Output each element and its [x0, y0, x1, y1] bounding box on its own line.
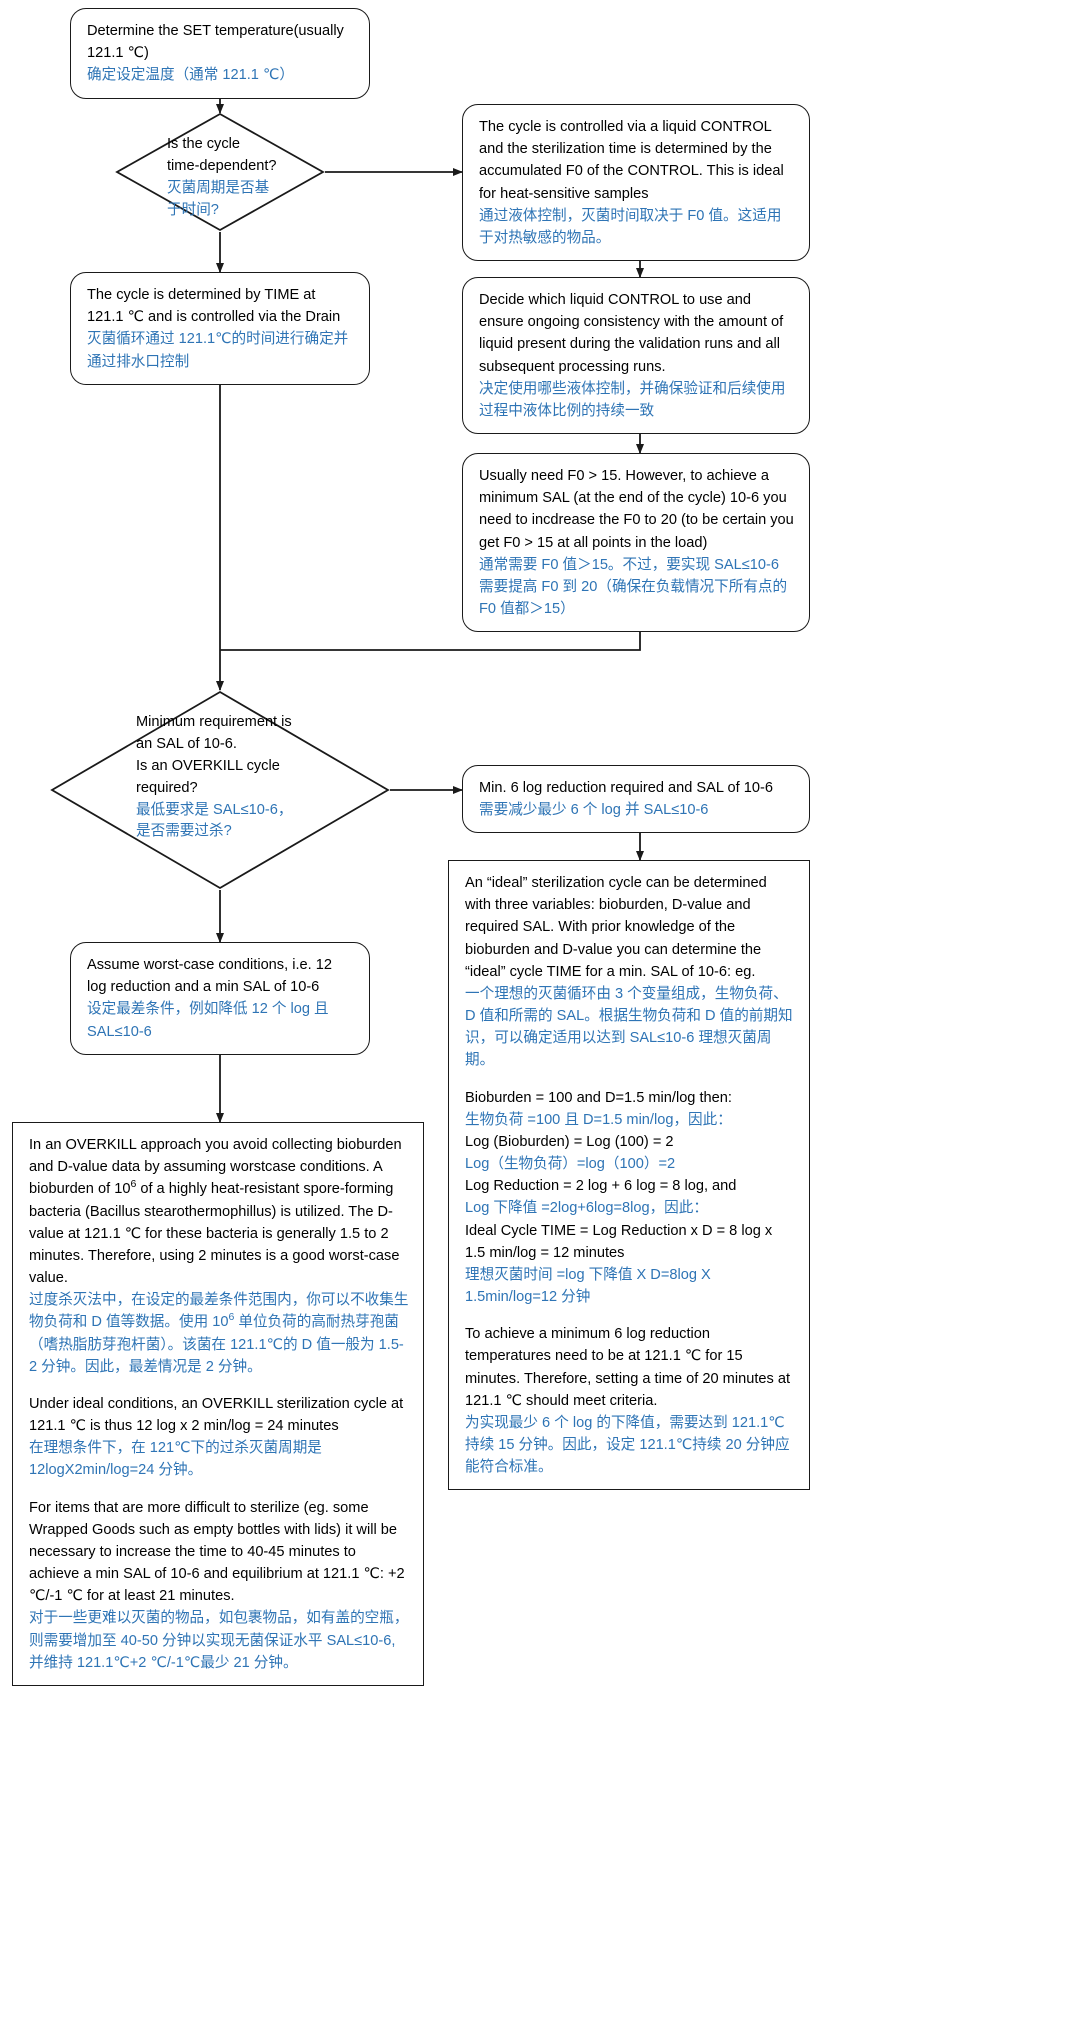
overkill-detail-p2-zh: 在理想条件下，在 121℃下的过杀灭菌周期是 12logX2min/log=24… — [29, 1440, 322, 1479]
node-overkill-detail[interactable]: In an OVERKILL approach you avoid collec… — [12, 1122, 424, 1686]
spacer — [29, 1482, 409, 1497]
decide-control-en: Decide which liquid CONTROL to use and e… — [479, 292, 784, 375]
overkill-detail-paragraph-2: Under ideal conditions, an OVERKILL ster… — [29, 1393, 409, 1482]
ideal-cycle-calc-4: Log（生物负荷）=log（100）=2 — [465, 1156, 676, 1173]
node-f0-requirement[interactable]: Usually need F0 > 15. However, to achiev… — [462, 453, 810, 633]
ideal-cycle-p3-en: To achieve a minimum 6 log reduction tem… — [465, 1326, 791, 1409]
decide-control-zh: 决定使用哪些液体控制，并确保验证和后续使用过程中液体比例的持续一致 — [479, 380, 786, 419]
decision-time-en-1: Is the cycle — [167, 136, 240, 152]
ideal-cycle-p1-zh: 一个理想的灭菌循环由 3 个变量组成，生物负荷、D 值和所需的 SAL。根据生物… — [465, 985, 793, 1069]
ideal-cycle-calc-1: Bioburden = 100 and D=1.5 min/log then: — [465, 1089, 732, 1106]
spacer — [465, 1308, 795, 1323]
time-drain-zh: 灭菌循环通过 121.1℃的时间进行确定并通过排水口控制 — [87, 331, 349, 370]
worst-case-en: Assume worst-case conditions, i.e. 12 lo… — [87, 957, 332, 996]
node-ideal-cycle[interactable]: An “ideal” sterilization cycle can be de… — [448, 860, 810, 1491]
decision-time-zh-1: 灭菌周期是否基 — [167, 179, 270, 196]
set-temperature-zh: 确定设定温度（通常 121.1 ℃） — [87, 67, 294, 84]
decision-overkill-zh-2: 是否需要过杀? — [136, 823, 232, 840]
ideal-cycle-p1-en: An “ideal” sterilization cycle can be de… — [465, 875, 767, 980]
ideal-cycle-calc-2: 生物负荷 =100 且 D=1.5 min/log，因此： — [465, 1111, 732, 1128]
decision-time-en-2: time-dependent? — [167, 157, 277, 174]
ideal-cycle-paragraph-2: Bioburden = 100 and D=1.5 min/log then: … — [465, 1087, 795, 1309]
overkill-p1-zh-sup: 6 — [228, 1311, 235, 1324]
control-liquid-en: The cycle is controlled via a liquid CON… — [479, 119, 784, 202]
decision-overkill-en-4: required? — [136, 779, 198, 796]
worst-case-zh: 设定最差条件，例如降低 12 个 log 且 SAL≤10-6 — [87, 1001, 329, 1040]
overkill-p1-en-post: of a highly heat-resistant spore-forming… — [29, 1181, 400, 1287]
overkill-detail-p1-en: In an OVERKILL approach you avoid collec… — [29, 1134, 409, 1289]
decision-time-dependent-label: Is the cycle time-dependent? 灭菌周期是否基 于时间… — [167, 134, 337, 222]
node-decision-time-dependent[interactable]: Is the cycle time-dependent? 灭菌周期是否基 于时间… — [115, 112, 325, 232]
overkill-p1-zh-pre: 过度杀灭法中，在设定的最差条件范围内，你可以不收集生物负荷和 D 值等数据。使用… — [29, 1292, 409, 1331]
overkill-detail-paragraph-1: In an OVERKILL approach you avoid collec… — [29, 1134, 409, 1378]
overkill-p1-en-pre: In an OVERKILL approach you avoid collec… — [29, 1137, 402, 1198]
decision-overkill-en-1: Minimum requirement is — [136, 714, 292, 730]
node-control-liquid[interactable]: The cycle is controlled via a liquid CON… — [462, 104, 810, 262]
ideal-cycle-calc-8: 理想灭菌时间 =log 下降值 X D=8log X 1.5min/log=12… — [465, 1266, 711, 1306]
decision-overkill-en-2: an SAL of 10-6. — [136, 735, 237, 752]
spacer — [465, 1072, 795, 1087]
node-min-log-reduction[interactable]: Min. 6 log reduction required and SAL of… — [462, 765, 810, 834]
overkill-detail-p3-en: For items that are more difficult to ste… — [29, 1499, 405, 1605]
overkill-detail-p3-zh: 对于一些更难以灭菌的物品，如包裹物品，如有盖的空瓶，则需要增加至 40-50 分… — [29, 1610, 409, 1671]
overkill-p1-zh-post: 单位负荷的高耐热芽孢菌（嗜热脂肪芽孢杆菌）。该菌在 121.1℃的 D 值一般为… — [29, 1314, 404, 1375]
decision-overkill-en-3: Is an OVERKILL cycle — [136, 757, 280, 774]
node-decide-control[interactable]: Decide which liquid CONTROL to use and e… — [462, 277, 810, 435]
f0-requirement-en: Usually need F0 > 15. However, to achiev… — [479, 468, 794, 551]
ideal-cycle-calc-3: Log (Bioburden) = Log (100) = 2 — [465, 1133, 674, 1150]
node-worst-case[interactable]: Assume worst-case conditions, i.e. 12 lo… — [70, 942, 370, 1055]
decision-overkill-zh-1: 最低要求是 SAL≤10-6， — [136, 801, 293, 818]
node-decision-overkill[interactable]: Minimum requirement is an SAL of 10-6. I… — [50, 690, 390, 890]
overkill-detail-paragraph-3: For items that are more difficult to ste… — [29, 1497, 409, 1674]
overkill-detail-p1-zh: 过度杀灭法中，在设定的最差条件范围内，你可以不收集生物负荷和 D 值等数据。使用… — [29, 1289, 409, 1378]
min-log-reduction-en: Min. 6 log reduction required and SAL of… — [479, 780, 773, 796]
time-drain-en: The cycle is determined by TIME at 121.1… — [87, 287, 341, 326]
overkill-detail-p2-en: Under ideal conditions, an OVERKILL ster… — [29, 1395, 404, 1435]
spacer — [29, 1378, 409, 1393]
ideal-cycle-calc-6: Log 下降值 =2log+6log=8log，因此： — [465, 1200, 708, 1217]
ideal-cycle-paragraph-3: To achieve a minimum 6 log reduction tem… — [465, 1323, 795, 1478]
diamond-shape-time-dependent — [115, 112, 325, 232]
decision-time-zh-2: 于时间? — [167, 201, 219, 218]
decision-overkill-label: Minimum requirement is an SAL of 10-6. I… — [136, 712, 381, 843]
set-temperature-en: Determine the SET temperature(usually 12… — [87, 23, 344, 62]
min-log-reduction-zh: 需要减少最少 6 个 log 并 SAL≤10-6 — [479, 802, 709, 819]
diamond-shape-overkill — [50, 690, 390, 890]
ideal-cycle-paragraph-1: An “ideal” sterilization cycle can be de… — [465, 872, 795, 1072]
node-set-temperature[interactable]: Determine the SET temperature(usually 12… — [70, 8, 370, 99]
control-liquid-zh: 通过液体控制，灭菌时间取决于 F0 值。这适用于对热敏感的物品。 — [479, 207, 782, 246]
ideal-cycle-calc-5: Log Reduction = 2 log + 6 log = 8 log, a… — [465, 1178, 737, 1195]
overkill-p1-en-sup: 6 — [130, 1178, 137, 1191]
node-time-drain[interactable]: The cycle is determined by TIME at 121.1… — [70, 272, 370, 385]
ideal-cycle-p3-zh: 为实现最少 6 个 log 的下降值，需要达到 121.1℃持续 15 分钟。因… — [465, 1414, 790, 1476]
f0-requirement-zh: 通常需要 F0 值＞15。不过，要实现 SAL≤10-6 需要提高 F0 到 2… — [479, 556, 788, 618]
ideal-cycle-calc-7: Ideal Cycle TIME = Log Reduction x D = 8… — [465, 1222, 773, 1261]
